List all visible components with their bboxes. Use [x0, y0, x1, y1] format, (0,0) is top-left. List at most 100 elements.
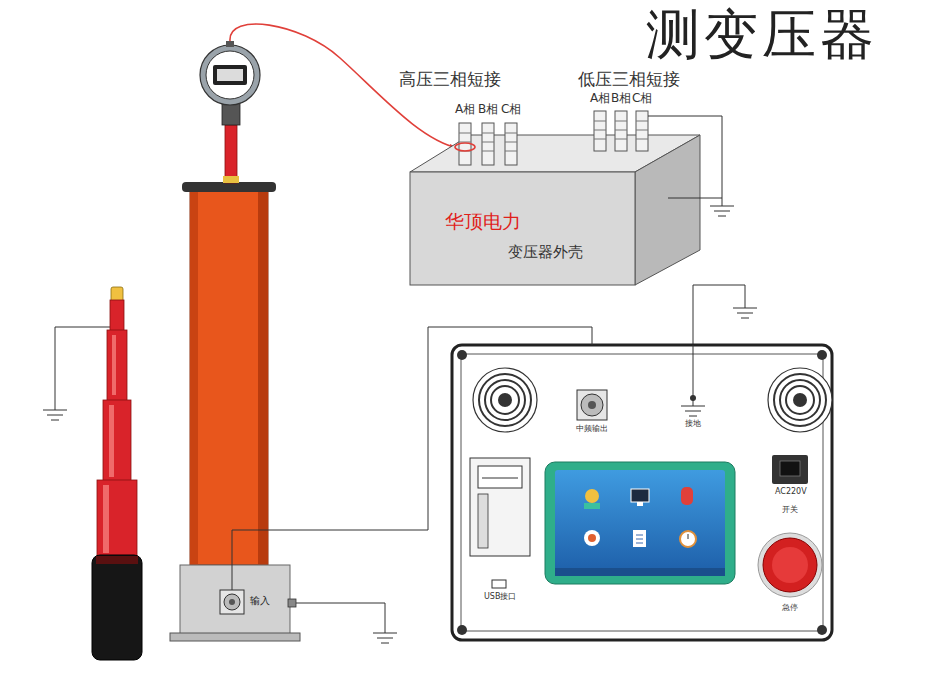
discharge-rod: [110, 300, 124, 332]
discharge-rod: [96, 556, 138, 564]
hv-generator: [229, 599, 235, 605]
transformer: [710, 198, 734, 216]
power-socket: [772, 455, 808, 484]
fan: [768, 368, 832, 432]
transformer: [459, 133, 517, 151]
fan: [491, 386, 519, 414]
hv-generator: [224, 594, 240, 610]
transformer-box: 华顶电力变压器外壳: [410, 172, 635, 285]
touch-screen: [585, 489, 599, 503]
emergency-stop-button: [758, 533, 822, 597]
hv-generator: [213, 65, 247, 85]
discharge-rod: [97, 480, 137, 558]
touch-screen: [688, 534, 689, 539]
control-panel: [817, 350, 827, 360]
transformer: [410, 111, 734, 285]
transformer: [594, 121, 648, 139]
control-panel: [457, 350, 467, 360]
discharge-rod: [92, 555, 142, 660]
discharge-rod: [103, 485, 109, 553]
phase-label: B相: [477, 103, 499, 117]
fan: [793, 393, 807, 407]
discharge-rod: [103, 400, 131, 482]
touch-screen: [584, 530, 600, 546]
control-panel: [693, 345, 694, 398]
touch-screen: [636, 535, 643, 543]
port-label: 输入: [250, 595, 270, 607]
touch-screen: [631, 489, 649, 502]
hv-generator: [225, 125, 237, 183]
hv-generator: [190, 190, 198, 565]
generator-base: 输入: [180, 565, 290, 635]
emergency-stop-button: [758, 533, 822, 597]
emergency-stop-button: [763, 538, 817, 592]
touch-screen: [681, 487, 693, 505]
touch-screen: [555, 470, 725, 576]
output-connector: [577, 390, 607, 420]
fan: [473, 368, 537, 432]
hv-generator: [296, 603, 385, 625]
hv-generator: [170, 633, 300, 641]
control-panel: [733, 300, 757, 318]
usb-port: [492, 580, 506, 588]
emergency-stop-button: [772, 547, 808, 583]
port-label: USB接口: [484, 592, 516, 601]
port-label: 中频输出: [576, 424, 608, 433]
fan: [774, 374, 826, 426]
touch-screen: [633, 530, 646, 547]
hv-generator: [220, 590, 244, 614]
control-panel: [452, 285, 832, 640]
transformer: [482, 123, 494, 165]
printer: [482, 478, 518, 479]
transformer: [636, 111, 648, 151]
touch-screen: [588, 534, 596, 542]
phase-label: B相: [610, 92, 632, 106]
control-panel: [452, 345, 832, 640]
transformer: [505, 123, 517, 165]
hv-generator: [200, 45, 260, 105]
touch-screen: [584, 503, 600, 509]
touch-screen: [555, 568, 725, 576]
touch-screen: [545, 462, 735, 584]
fan: [786, 386, 814, 414]
hv-generator: [288, 599, 296, 607]
transformer: [410, 172, 635, 285]
part-label: 变压器外壳: [508, 244, 583, 261]
fan: [479, 374, 531, 426]
touch-screen: [637, 502, 643, 506]
hv-generator: [226, 41, 234, 47]
transformer: [455, 143, 475, 151]
port-label: AC220V: [775, 487, 807, 496]
port-label: 接地: [685, 419, 701, 428]
group-label: 高压三相短接: [398, 70, 502, 90]
printer: [470, 458, 530, 556]
discharge-rod: [112, 335, 116, 395]
discharge-rod: [107, 330, 127, 402]
touch-screen: [680, 531, 696, 547]
transformer: [594, 111, 606, 151]
control-panel: [690, 395, 696, 401]
fan: [473, 368, 832, 432]
printer: [470, 458, 530, 556]
touch-screen: [545, 462, 735, 584]
phase-label: A相: [454, 103, 476, 117]
hv-generator: [190, 190, 268, 565]
hv-generator: [258, 190, 268, 565]
printer: [478, 494, 488, 548]
transformer: [615, 111, 627, 151]
diagram-title: 测变压器: [645, 4, 879, 66]
power-socket: [772, 455, 808, 484]
phase-label: C相: [500, 103, 522, 117]
fan: [780, 380, 820, 420]
output-connector: [577, 390, 607, 420]
hv-generator: [373, 625, 397, 643]
hv-generator: [180, 565, 290, 635]
control-panel: [457, 625, 467, 635]
hv-generator: [182, 182, 276, 192]
fan: [498, 393, 512, 407]
discharge-rod: [43, 287, 142, 660]
printer: [478, 466, 522, 488]
hv-generator: [170, 41, 397, 643]
control-panel: [817, 625, 827, 635]
fan: [485, 380, 525, 420]
